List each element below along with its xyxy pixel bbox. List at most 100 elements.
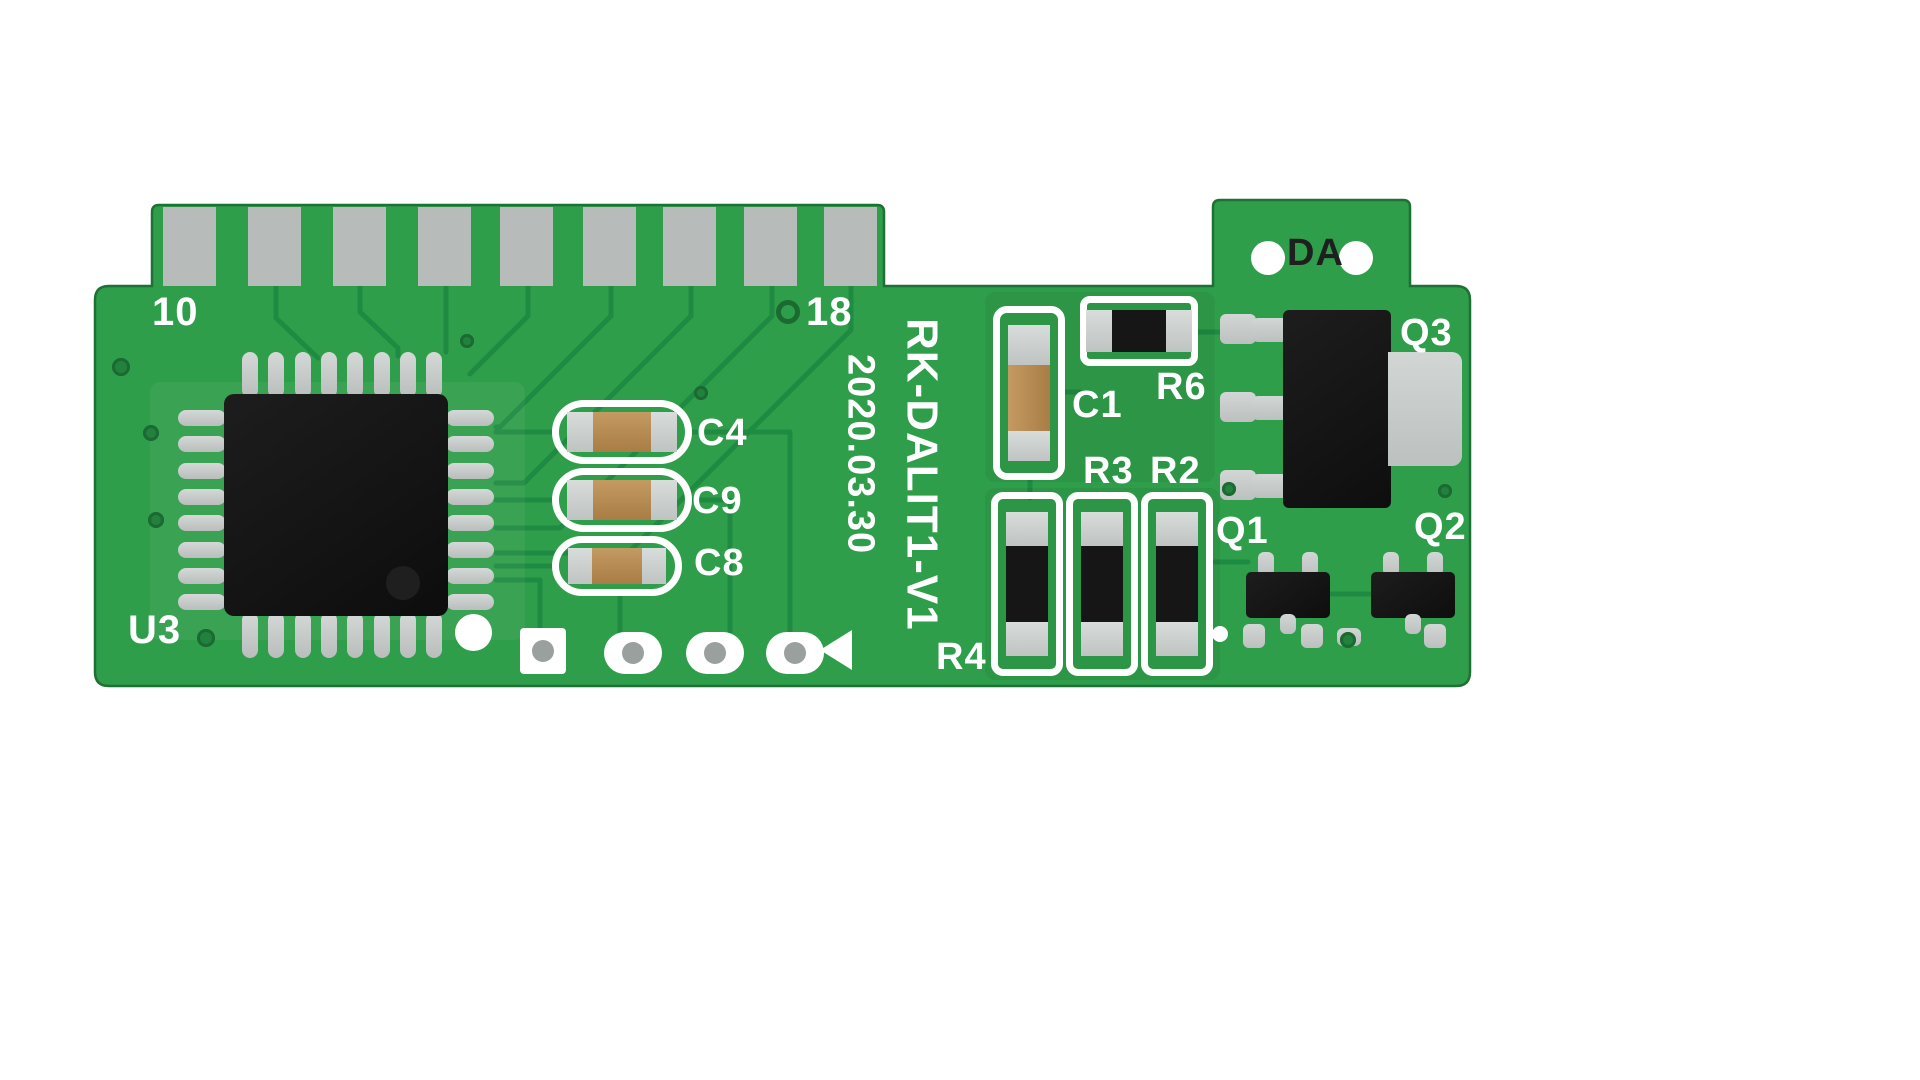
chip-u3-lead	[347, 352, 364, 398]
resistor-r2-body	[1156, 512, 1198, 656]
via	[694, 386, 708, 400]
connector-finger	[248, 207, 301, 286]
resistor-r2-outline	[1141, 492, 1213, 676]
pad-oval	[766, 632, 824, 674]
via	[112, 358, 130, 376]
label-r3: R3	[1083, 450, 1134, 492]
pad-hole	[532, 640, 554, 662]
chip-u3-lead	[178, 567, 226, 584]
trace-layer	[273, 281, 1374, 635]
via	[1438, 484, 1452, 498]
q1-pcb-pad	[1243, 624, 1265, 648]
chip-u3-lead	[399, 612, 416, 658]
via	[1340, 632, 1356, 648]
chip-u3-lead	[446, 567, 494, 584]
capacitor-c9-outline	[552, 468, 692, 532]
connector-finger	[583, 207, 636, 286]
resistor-terminal	[1006, 512, 1048, 546]
transistor-q2-body	[1371, 572, 1455, 618]
q2-lead	[1427, 552, 1443, 576]
label-pin-10: 10	[152, 290, 199, 334]
q2-lead	[1405, 614, 1421, 634]
arrow-marker	[820, 630, 852, 670]
chip-u3-lead	[242, 352, 258, 398]
capacitor-c9-body	[567, 480, 677, 520]
label-q3: Q3	[1400, 312, 1453, 354]
resistor-terminal	[1081, 622, 1123, 656]
q3-pcb-pad	[1220, 314, 1256, 344]
label-pin-18: 18	[806, 290, 853, 334]
transistor-q3-body	[1283, 310, 1391, 508]
label-c8: C8	[694, 542, 745, 584]
chip-u3-lead	[294, 352, 311, 398]
capacitor-c8-body	[568, 548, 666, 584]
label-c9: C9	[692, 480, 743, 522]
resistor-r4-outline	[991, 492, 1063, 676]
chip-u3-lead	[426, 352, 443, 398]
chip-u3-lead	[446, 594, 494, 611]
chip-u3-lead	[268, 612, 285, 658]
capacitor-c1-outline	[993, 306, 1065, 480]
chip-u3-lead	[294, 612, 311, 658]
q2-lead	[1383, 552, 1399, 576]
label-c1: C1	[1072, 384, 1123, 426]
q3-tab	[1388, 352, 1462, 466]
label-q2: Q2	[1414, 506, 1467, 548]
resistor-element	[1081, 546, 1123, 622]
cap-terminal	[642, 548, 666, 584]
label-model: RK-DALIT1-V1	[897, 318, 947, 631]
resistor-terminal	[1006, 622, 1048, 656]
via-ring	[776, 300, 800, 324]
chip-u3-pin1-dot	[386, 566, 420, 600]
pad-oval	[604, 632, 662, 674]
chip-u3-lead	[426, 612, 443, 658]
resistor-terminal	[1086, 310, 1112, 352]
label-r6: R6	[1156, 366, 1207, 408]
chip-u3-lead	[320, 612, 337, 658]
q2-pcb-pad	[1424, 624, 1446, 648]
q1-pcb-pad	[1301, 624, 1323, 648]
q3-pcb-pad	[1220, 392, 1256, 422]
resistor-terminal	[1156, 512, 1198, 546]
cap-terminal	[567, 412, 593, 452]
fiducial-dot	[1212, 626, 1228, 642]
resistor-r4-body	[1006, 512, 1048, 656]
chip-u3-lead	[268, 352, 285, 398]
label-q1: Q1	[1216, 510, 1269, 552]
resistor-r3-outline	[1066, 492, 1138, 676]
capacitor-c4-body	[567, 412, 677, 452]
resistor-terminal	[1081, 512, 1123, 546]
via	[460, 334, 474, 348]
label-r2: R2	[1150, 450, 1201, 492]
chip-u3-lead	[178, 594, 226, 611]
q1-lead	[1258, 552, 1274, 576]
label-r4: R4	[936, 636, 987, 678]
connector-finger	[824, 207, 877, 286]
chip-u3-lead	[320, 352, 337, 398]
cap-dielectric	[593, 412, 651, 452]
pad-oval	[686, 632, 744, 674]
q1-lead	[1280, 614, 1296, 634]
cap-terminal	[1008, 325, 1050, 365]
resistor-r6-outline	[1080, 296, 1198, 366]
chip-u3-lead	[178, 515, 226, 532]
via	[1222, 482, 1236, 496]
chip-u3-lead	[178, 436, 226, 453]
connector-finger	[163, 207, 216, 286]
connector-finger	[418, 207, 471, 286]
cap-terminal	[568, 548, 592, 584]
cap-terminal	[651, 480, 677, 520]
chip-u3-lead	[178, 462, 226, 479]
connector-finger	[500, 207, 553, 286]
connector-finger	[663, 207, 716, 286]
connector-finger	[333, 207, 386, 286]
transistor-q1-body	[1246, 572, 1330, 618]
chip-u3-lead	[373, 612, 390, 658]
da-pad-right	[1339, 241, 1373, 275]
resistor-terminal	[1156, 622, 1198, 656]
test-pad-round	[455, 614, 492, 651]
label-c4: C4	[697, 412, 748, 454]
resistor-terminal	[1166, 310, 1192, 352]
cap-dielectric	[593, 480, 651, 520]
